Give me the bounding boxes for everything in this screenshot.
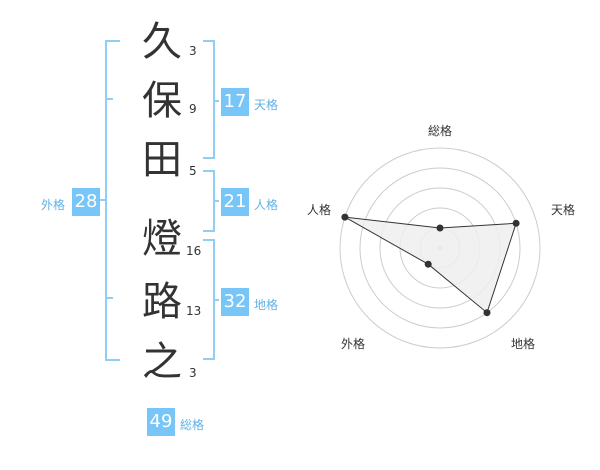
gaikaku-value: 28 bbox=[72, 188, 100, 216]
stroke-count-3: 5 bbox=[189, 164, 197, 178]
stroke-count-4: 16 bbox=[186, 244, 202, 258]
radar-ring-5 bbox=[339, 147, 541, 349]
stroke-count-5: 13 bbox=[186, 304, 202, 318]
chikaku-value: 32 bbox=[221, 288, 249, 316]
radar-label-gaikaku: 外格 bbox=[341, 337, 366, 351]
name-char-3: 田 bbox=[142, 137, 182, 183]
radar-label-soukaku: 総格 bbox=[428, 124, 453, 138]
soukaku-value: 49 bbox=[147, 408, 175, 436]
radar-point-1 bbox=[436, 224, 444, 232]
name-char-4: 燈 bbox=[142, 216, 182, 262]
radar-point-2 bbox=[512, 219, 520, 227]
radar-chart bbox=[339, 147, 541, 349]
radar-ring-4 bbox=[359, 167, 521, 329]
name-char-5: 路 bbox=[142, 279, 182, 325]
radar-label-chikaku: 地格 bbox=[511, 337, 536, 351]
name-char-6: 之 bbox=[142, 339, 182, 385]
stroke-count-2: 9 bbox=[189, 102, 197, 116]
jinkaku-label: 人格 bbox=[254, 198, 279, 212]
stroke-count-6: 3 bbox=[189, 366, 197, 380]
soukaku-label: 総格 bbox=[180, 418, 205, 432]
radar-label-tenkaku: 天格 bbox=[551, 203, 576, 217]
radar-point-5 bbox=[341, 213, 349, 221]
tenkaku-value: 17 bbox=[221, 88, 249, 116]
jinkaku-bracket bbox=[203, 170, 219, 232]
jinkaku-value: 21 bbox=[221, 188, 249, 216]
gaikaku-bracket bbox=[98, 40, 120, 361]
radar-point-3 bbox=[483, 309, 491, 317]
chikaku-bracket bbox=[203, 239, 219, 360]
name-char-2: 保 bbox=[142, 78, 182, 124]
name-char-1: 久 bbox=[142, 19, 182, 65]
radar-point-4 bbox=[424, 260, 432, 268]
tenkaku-label: 天格 bbox=[254, 98, 279, 112]
chikaku-label: 地格 bbox=[254, 298, 279, 312]
radar-label-jinkaku: 人格 bbox=[307, 203, 332, 217]
tenkaku-bracket bbox=[203, 40, 219, 159]
gaikaku-label: 外格 bbox=[41, 198, 66, 212]
stroke-count-1: 3 bbox=[189, 44, 197, 58]
